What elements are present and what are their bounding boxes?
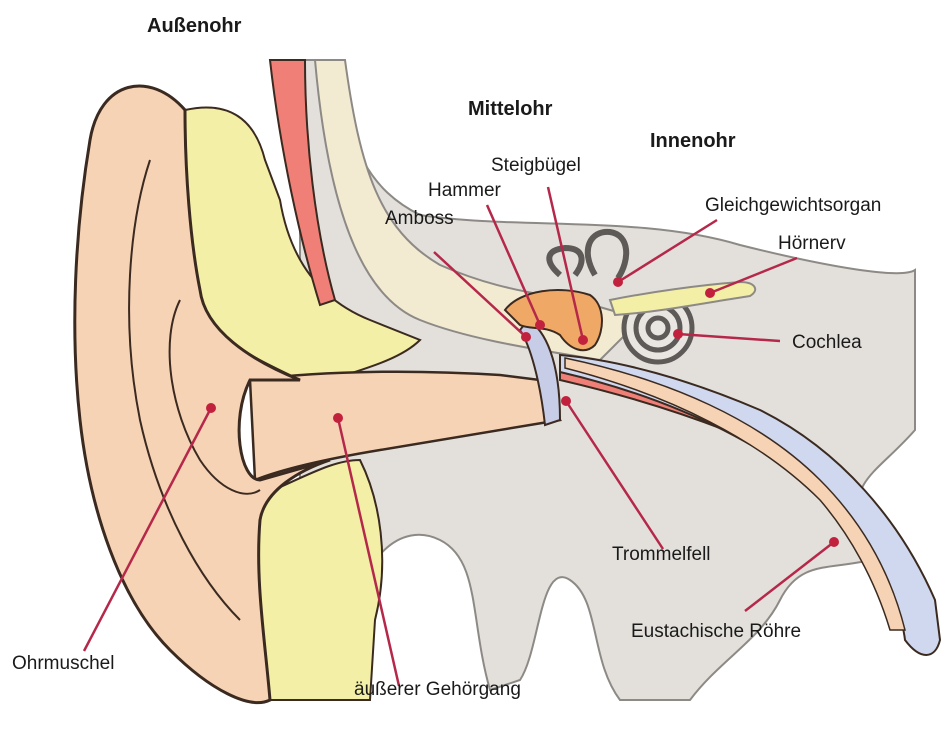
dot-gehoergang [333, 413, 343, 423]
heading-aussenohr: Außenohr [147, 15, 241, 37]
heading-mittelohr: Mittelohr [468, 98, 552, 120]
label-gleichgewichtsorgan: Gleichgewichtsorgan [705, 195, 881, 217]
label-trommelfell: Trommelfell [612, 544, 711, 566]
dot-amboss [521, 332, 531, 342]
dot-trommelfell [561, 396, 571, 406]
heading-innenohr: Innenohr [650, 130, 736, 152]
label-amboss: Amboss [385, 208, 454, 230]
dot-eustachische-roehre [829, 537, 839, 547]
label-cochlea: Cochlea [792, 332, 862, 354]
label-steigbuegel: Steigbügel [491, 155, 581, 177]
label-ohrmuschel: Ohrmuschel [12, 653, 114, 675]
dot-steigbuegel [578, 335, 588, 345]
label-hammer: Hammer [428, 180, 501, 202]
dot-hammer [535, 320, 545, 330]
label-hoernerv: Hörnerv [778, 233, 846, 255]
dot-cochlea [673, 329, 683, 339]
label-gehoergang: äußerer Gehörgang [354, 679, 521, 701]
dot-gleichgewichtsorgan [613, 277, 623, 287]
label-eustachische-roehre: Eustachische Röhre [631, 621, 801, 643]
dot-hoernerv [705, 288, 715, 298]
dot-ohrmuschel [206, 403, 216, 413]
